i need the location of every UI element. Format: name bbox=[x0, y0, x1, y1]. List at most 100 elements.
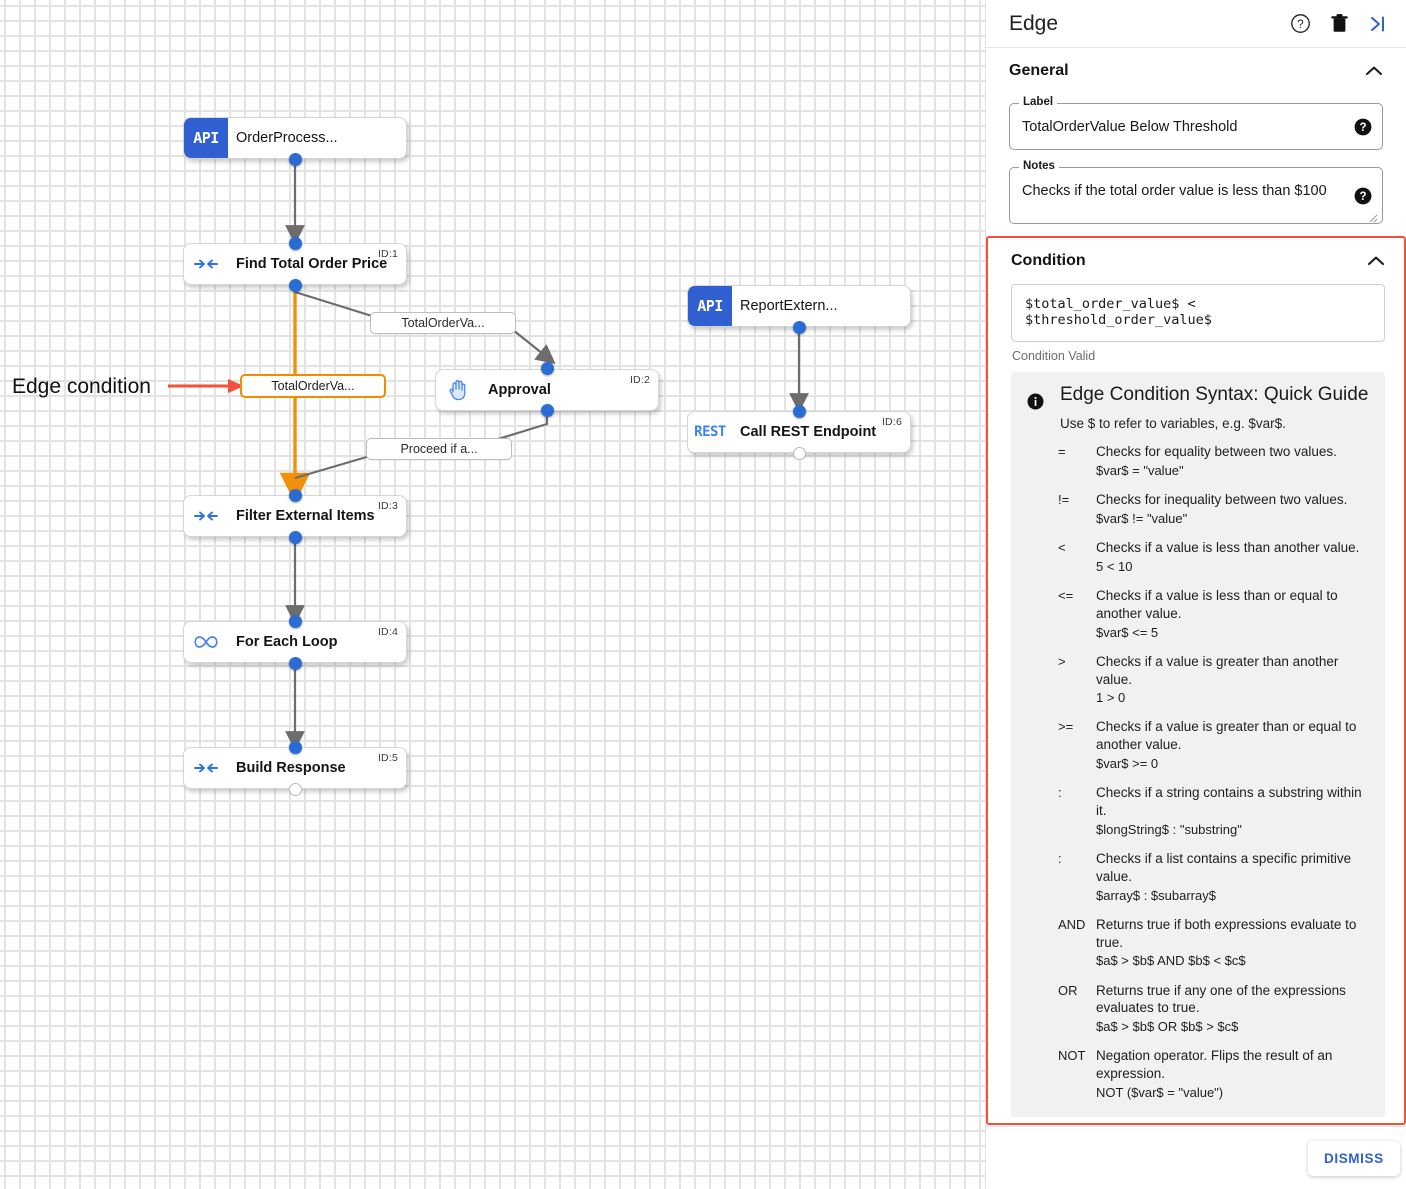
condition-heading: Condition bbox=[1011, 252, 1086, 269]
operator-key: < bbox=[1058, 539, 1066, 555]
node-output-port[interactable] bbox=[289, 531, 302, 544]
operator-key: : bbox=[1058, 851, 1062, 867]
svg-text:?: ? bbox=[1359, 122, 1366, 134]
operator-description: Checks for equality between two values. bbox=[1096, 444, 1337, 459]
operator-description: Checks for inequality between two values… bbox=[1096, 491, 1348, 507]
notes-help-icon[interactable]: ? bbox=[1354, 187, 1372, 205]
operator-example: $longString$ : "substring" bbox=[1096, 821, 1242, 837]
guide-operator-row: OR Returns true if any one of the expres… bbox=[1058, 982, 1369, 1036]
guide-title: Edge Condition Syntax: Quick Guide bbox=[1060, 384, 1369, 405]
condition-section: Condition $total_order_value$ < $thresho… bbox=[988, 238, 1404, 1118]
guide-operator-row: > Checks if a value is greater than anot… bbox=[1058, 653, 1369, 707]
node-output-port[interactable] bbox=[793, 447, 806, 460]
workflow-edges bbox=[168, 160, 809, 751]
node-output-port[interactable] bbox=[289, 657, 302, 670]
operator-key: > bbox=[1058, 653, 1066, 669]
panel-header: Edge ? bbox=[986, 0, 1406, 48]
chevron-up-icon[interactable] bbox=[1365, 65, 1383, 77]
node-input-port[interactable] bbox=[289, 489, 302, 502]
node-call-rest-endpoint[interactable]: REST Call REST Endpoint ID:6 bbox=[687, 411, 911, 453]
guide-subtitle: Use $ to refer to variables, e.g. $var$. bbox=[1060, 416, 1286, 431]
converge-arrows-icon bbox=[184, 244, 228, 284]
operator-key: != bbox=[1058, 491, 1070, 507]
hand-icon bbox=[436, 370, 480, 410]
workflow-canvas[interactable]: Edge condition API OrderProcess... Find … bbox=[0, 0, 985, 1189]
node-output-port[interactable] bbox=[289, 783, 302, 796]
operator-example: 5 < 10 bbox=[1096, 558, 1133, 574]
operator-example: $var$ != "value" bbox=[1096, 510, 1188, 526]
node-input-port[interactable] bbox=[541, 362, 554, 375]
node-title: Approval bbox=[488, 382, 551, 398]
node-title: OrderProcess... bbox=[236, 130, 338, 146]
guide-operator-row: = Checks for equality between two values… bbox=[1058, 443, 1369, 479]
node-output-port[interactable] bbox=[289, 153, 302, 166]
operator-key: NOT bbox=[1058, 1048, 1086, 1064]
guide-operator-row: : Checks if a string contains a substrin… bbox=[1058, 784, 1369, 838]
guide-operator-row: <= Checks if a value is less than or equ… bbox=[1058, 587, 1369, 641]
operator-example: 1 > 0 bbox=[1096, 690, 1126, 706]
help-icon[interactable]: ? bbox=[1290, 13, 1311, 34]
label-help-icon[interactable]: ? bbox=[1354, 118, 1372, 136]
api-badge-icon: API bbox=[184, 118, 228, 158]
guide-operator-row: AND Returns true if both expressions eva… bbox=[1058, 916, 1369, 970]
operator-key: OR bbox=[1058, 982, 1078, 998]
operator-example: $var$ >= 0 bbox=[1096, 756, 1159, 772]
operator-key: >= bbox=[1058, 719, 1074, 735]
node-title: Build Response bbox=[236, 760, 346, 776]
node-output-port[interactable] bbox=[541, 404, 554, 417]
guide-operator-row: : Checks if a list contains a specific p… bbox=[1058, 850, 1369, 904]
operator-key: <= bbox=[1058, 587, 1074, 603]
svg-text:?: ? bbox=[1359, 191, 1366, 203]
general-section-header[interactable]: General bbox=[1009, 48, 1383, 94]
guide-operator-row: != Checks for inequality between two val… bbox=[1058, 491, 1369, 527]
node-id-badge: ID:5 bbox=[377, 752, 398, 764]
svg-text:?: ? bbox=[1297, 19, 1303, 31]
textarea-resize-grip[interactable] bbox=[1368, 210, 1378, 223]
operator-example: $var$ <= 5 bbox=[1096, 624, 1159, 640]
condition-expression-input[interactable]: $total_order_value$ < $threshold_order_v… bbox=[1011, 284, 1385, 342]
node-title: Filter External Items bbox=[236, 508, 375, 524]
chevron-up-icon[interactable] bbox=[1367, 255, 1385, 267]
delete-icon[interactable] bbox=[1330, 13, 1349, 34]
operator-description: Checks if a value is less than or equal … bbox=[1096, 587, 1338, 621]
info-icon bbox=[1027, 384, 1044, 1101]
panel-body: General Label TotalOrderValue Below Thre… bbox=[986, 48, 1406, 1126]
label-field-wrapper: Label TotalOrderValue Below Threshold ? bbox=[1009, 96, 1383, 150]
edge-label[interactable]: Proceed if a... bbox=[366, 438, 512, 460]
operator-example: $var$ = "value" bbox=[1096, 462, 1184, 478]
node-input-port[interactable] bbox=[289, 237, 302, 250]
panel-title: Edge bbox=[1009, 11, 1059, 35]
dismiss-button[interactable]: DISMISS bbox=[1308, 1141, 1400, 1176]
operator-description: Checks if a string contains a substring … bbox=[1096, 785, 1362, 819]
node-input-port[interactable] bbox=[289, 741, 302, 754]
operator-description: Checks if a list contains a specific pri… bbox=[1096, 851, 1352, 884]
node-input-port[interactable] bbox=[793, 405, 806, 418]
operator-key: AND bbox=[1058, 916, 1086, 932]
label-input[interactable]: TotalOrderValue Below Threshold bbox=[1009, 103, 1383, 150]
node-output-port[interactable] bbox=[289, 279, 302, 292]
panel-footer: DISMISS bbox=[986, 1126, 1406, 1189]
condition-status: Condition Valid bbox=[1012, 349, 1096, 363]
edge-label-selected[interactable]: TotalOrderVa... bbox=[240, 374, 386, 398]
operator-description: Checks if a value is greater than or equ… bbox=[1096, 719, 1357, 753]
node-input-port[interactable] bbox=[289, 615, 302, 628]
node-id-badge: ID:3 bbox=[377, 500, 398, 512]
operator-key: = bbox=[1058, 444, 1066, 459]
node-order-process[interactable]: API OrderProcess... bbox=[183, 117, 407, 159]
operator-description: Returns true if both expressions evaluat… bbox=[1096, 916, 1357, 950]
node-filter-external-items[interactable]: Filter External Items ID:3 bbox=[183, 495, 407, 537]
operator-example: NOT ($var$ = "value") bbox=[1096, 1085, 1224, 1100]
operator-key: : bbox=[1058, 785, 1062, 801]
converge-arrows-icon bbox=[184, 748, 228, 788]
node-id-badge: ID:4 bbox=[377, 626, 398, 638]
converge-arrows-icon bbox=[184, 496, 228, 536]
guide-operator-row: >= Checks if a value is greater than or … bbox=[1058, 718, 1369, 772]
notes-input[interactable]: Checks if the total order value is less … bbox=[1009, 167, 1383, 224]
condition-section-header[interactable]: Condition bbox=[1011, 238, 1385, 284]
edge-label[interactable]: TotalOrderVa... bbox=[370, 312, 516, 334]
node-id-badge: ID:6 bbox=[881, 416, 902, 428]
general-section: General Label TotalOrderValue Below Thre… bbox=[986, 48, 1406, 224]
api-badge-icon: API bbox=[688, 286, 732, 326]
node-output-port[interactable] bbox=[793, 321, 806, 334]
collapse-panel-icon[interactable] bbox=[1368, 14, 1388, 34]
